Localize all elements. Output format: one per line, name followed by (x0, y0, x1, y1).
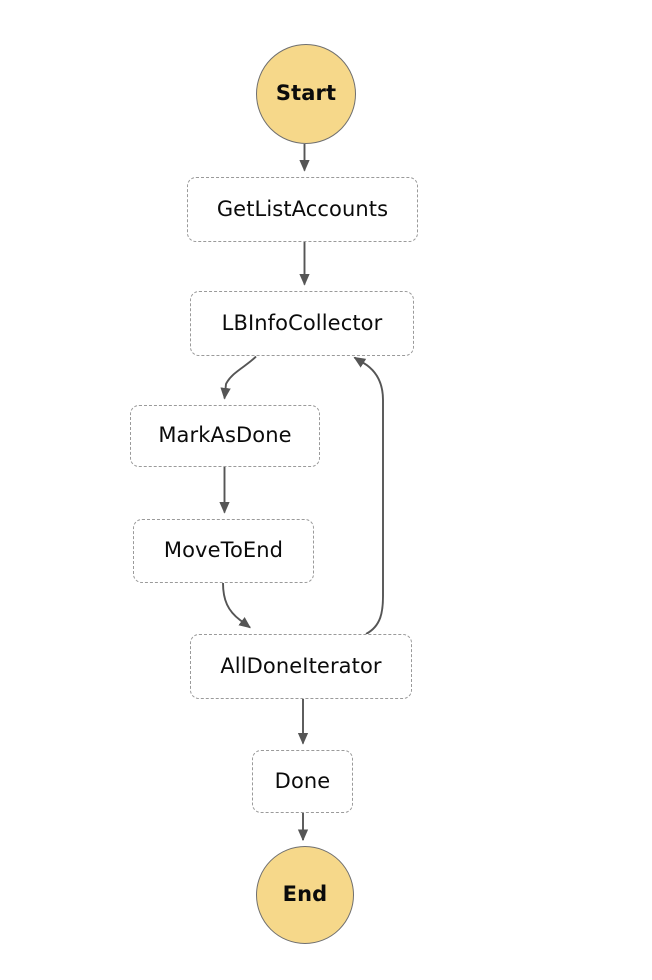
node-start[interactable]: Start (256, 44, 356, 144)
node-movetoend[interactable]: MoveToEnd (133, 519, 314, 583)
node-lbinfocollector[interactable]: LBInfoCollector (190, 291, 414, 356)
edge-lbinfocollector-to-markasdone (220, 355, 257, 400)
node-end-label: End (282, 882, 328, 907)
edge-alldoneiterator-to-lbinfocollector (353, 356, 384, 635)
edge-movetoend-to-alldoneiterator (222, 582, 251, 629)
node-getlistaccounts-label: GetListAccounts (216, 196, 389, 221)
node-end[interactable]: End (256, 846, 354, 944)
node-getlistaccounts[interactable]: GetListAccounts (187, 177, 418, 242)
node-alldoneiterator-label: AllDoneIterator (220, 653, 382, 678)
node-markasdone[interactable]: MarkAsDone (130, 405, 320, 467)
node-done[interactable]: Done (252, 750, 353, 813)
node-done-label: Done (274, 768, 331, 793)
node-movetoend-label: MoveToEnd (163, 538, 284, 563)
node-markasdone-label: MarkAsDone (158, 423, 292, 448)
node-alldoneiterator[interactable]: AllDoneIterator (190, 634, 412, 699)
node-start-label: Start (275, 81, 337, 106)
node-lbinfocollector-label: LBInfoCollector (221, 310, 383, 335)
